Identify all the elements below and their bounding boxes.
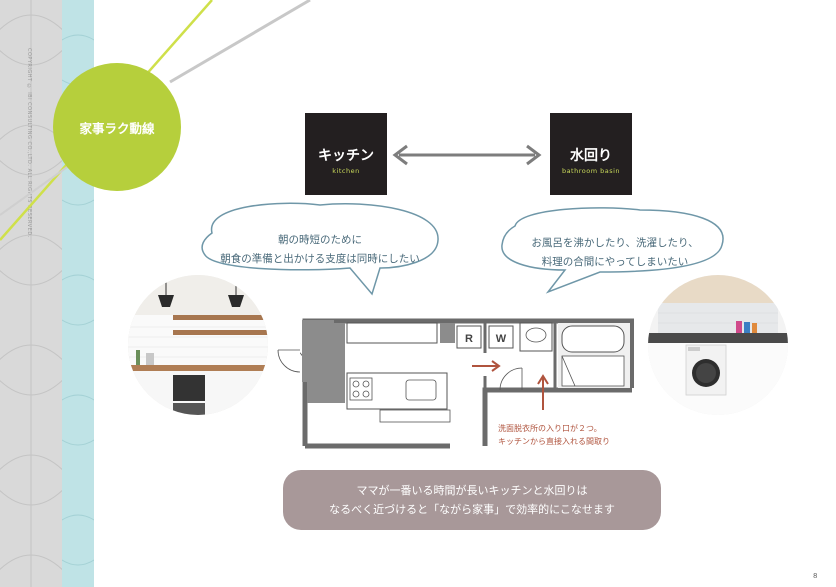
speech-bubble-right bbox=[501, 207, 724, 294]
kitchen-subtitle: kitchen bbox=[332, 167, 360, 175]
kitchen-photo bbox=[128, 275, 268, 415]
floor-plan-note: 洗面脱衣所の入り口が２つ。 キッチンから直接入れる間取り bbox=[498, 422, 610, 448]
double-arrow-icon bbox=[392, 144, 542, 166]
bubble-left-line: 朝食の準備と出かける支度は同時にしたい bbox=[220, 253, 420, 265]
section-title: 家事ラク動線 bbox=[79, 120, 155, 136]
kitchen-title: キッチン bbox=[318, 148, 374, 164]
bubble-right-line: 料理の合間にやってしまいたい bbox=[541, 256, 689, 268]
plan-note-line: 洗面脱衣所の入り口が２つ。 bbox=[498, 424, 602, 433]
kitchen-box: キッチン kitchen bbox=[305, 113, 387, 195]
leaf-pattern bbox=[0, 0, 62, 587]
banner-line: なるべく近づけると「ながら家事」で効率的にこなせます bbox=[329, 503, 615, 516]
bubble-right-text: お風呂を沸かしたり、洗濯したり、 料理の合間にやってしまいたい bbox=[510, 234, 720, 272]
speech-bubble-left bbox=[201, 202, 439, 296]
bath-title: 水回り bbox=[570, 148, 612, 164]
bath-subtitle: bathroom basin bbox=[561, 167, 621, 175]
page-number: 8 bbox=[813, 572, 818, 580]
banner-line: ママが一番いる時間が長いキッチンと水回りは bbox=[356, 484, 588, 497]
bubble-right-line: お風呂を沸かしたり、洗濯したり、 bbox=[531, 237, 699, 249]
bubble-left-text: 朝の時短のために 朝食の準備と出かける支度は同時にしたい bbox=[200, 231, 440, 269]
plan-note-line: キッチンから直接入れる間取り bbox=[498, 437, 610, 446]
washer-label: W bbox=[496, 333, 507, 345]
fridge-label: R bbox=[465, 333, 473, 345]
bath-box: 水回り bathroom basin bbox=[550, 113, 632, 195]
copyright-text: COPYRIGHT © IBI CONSULTING CO.,LTD. ALL … bbox=[26, 48, 32, 238]
section-badge: 家事ラク動線 bbox=[53, 63, 181, 191]
summary-banner: ママが一番いる時間が長いキッチンと水回りは なるべく近づけると「ながら家事」で効… bbox=[283, 470, 661, 530]
laundry-photo bbox=[648, 275, 788, 415]
decorative-strip: COPYRIGHT © IBI CONSULTING CO.,LTD. ALL … bbox=[0, 0, 62, 587]
bubble-left-line: 朝の時短のために bbox=[278, 234, 362, 246]
